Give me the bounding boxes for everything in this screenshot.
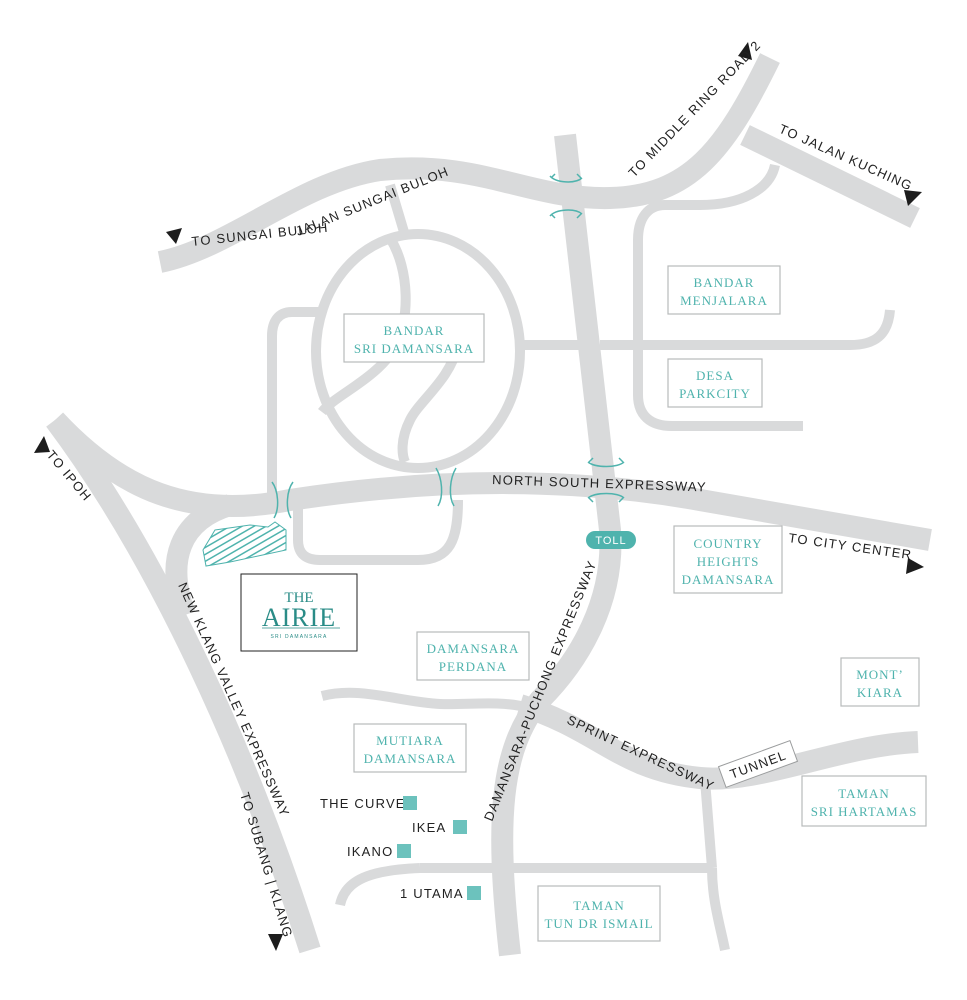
area-line: PERDANA [439, 659, 507, 674]
toll-label: TOLL [595, 535, 626, 547]
poi-label: THE CURVE [320, 796, 406, 811]
the-airie-logo[interactable]: THE AIRIE SRI DAMANSARA [240, 573, 358, 652]
jalan-kuching-road [740, 125, 920, 228]
sprint-expressway-label: SPRINT EXPRESSWAY [565, 712, 717, 794]
arrow-city-center-icon [906, 558, 924, 574]
poi-the-curve[interactable]: THE CURVE [320, 796, 417, 811]
area-line: MENJALARA [680, 293, 768, 308]
arrow-ipoh-icon [34, 436, 50, 453]
arrow-sungai-buloh-icon [166, 228, 182, 244]
logo-the: THE [284, 590, 313, 606]
north-south-expressway-label: NORTH SOUTH EXPRESSWAY [492, 472, 707, 494]
area-desa-parkcity[interactable]: DESA PARKCITY [667, 358, 763, 408]
area-damansara-perdana[interactable]: DAMANSARA PERDANA [416, 631, 530, 681]
perdana-road [320, 687, 532, 713]
area-line: COUNTRY [693, 536, 762, 551]
ttdi-road [707, 867, 730, 951]
area-line: TUN DR ISMAIL [544, 916, 653, 931]
poi-marker-icon [453, 820, 467, 834]
damansara-puchong-expressway-road [491, 133, 622, 957]
bridge-marker [271, 481, 294, 519]
bridge-marker [549, 173, 583, 219]
arrow-middle-ring-road-icon [738, 42, 752, 60]
area-labels: BANDAR SRI DAMANSARA BANDAR MENJALARA DE… [343, 265, 927, 942]
area-bandar-menjalara[interactable]: BANDAR MENJALARA [667, 265, 781, 315]
minor-roads [267, 163, 895, 951]
area-bandar-sri-damansara[interactable]: BANDAR SRI DAMANSARA [343, 313, 485, 363]
bridge-marker [587, 457, 625, 503]
the-airie-site[interactable] [202, 521, 287, 567]
area-line: SRI HARTAMAS [811, 804, 918, 819]
menjalara-link-road [600, 309, 895, 350]
area-line: BANDAR [694, 275, 755, 290]
area-line: MONT’ [856, 667, 904, 682]
parkcity-loop-road [633, 163, 803, 431]
poi-ikano[interactable]: IKANO [347, 844, 411, 859]
hartamas-connector [700, 779, 717, 869]
bridge-marker [435, 467, 457, 507]
arrow-jalan-kuching-icon [904, 190, 922, 206]
area-line: DAMANSARA [427, 641, 520, 656]
poi-marker-icon [397, 844, 411, 858]
toll-marker: TOLL [586, 531, 636, 549]
major-roads [46, 53, 932, 957]
south-loop-road [293, 499, 463, 565]
poi-marker-icon [467, 886, 481, 900]
jalan-sungai-buloh-road [157, 53, 780, 273]
damansara-puchong-expressway-label: DAMANSARA-PUCHONG EXPRESSWAY [481, 558, 600, 823]
area-mutiara-damansara[interactable]: MUTIARA DAMANSARA [353, 723, 467, 773]
poi-1-utama[interactable]: 1 UTAMA [400, 886, 481, 901]
bandar-sri-damansara-ring-road [311, 229, 525, 473]
poi-label: IKANO [347, 844, 393, 859]
area-line: DESA [696, 368, 734, 383]
area-line: DAMANSARA [682, 572, 775, 587]
interchange-ramp [165, 494, 234, 619]
poi-label: 1 UTAMA [400, 886, 464, 901]
poi-marker-icon [403, 796, 417, 810]
sprint-expressway-road [516, 694, 919, 790]
direction-arrows [34, 42, 924, 951]
area-taman-tun-dr-ismail[interactable]: TAMAN TUN DR ISMAIL [537, 885, 661, 942]
new-klang-valley-expressway-road [46, 413, 321, 954]
arrow-subang-klang-icon [268, 934, 283, 951]
poi-label: IKEA [412, 820, 446, 835]
utama-west-road [335, 863, 421, 907]
poi-ikea[interactable]: IKEA [412, 820, 467, 835]
area-line: TAMAN [573, 898, 625, 913]
logo-subtitle: SRI DAMANSARA [271, 634, 328, 640]
logo-airie: AIRIE [262, 603, 336, 632]
area-country-heights-damansara[interactable]: COUNTRY HEIGHTS DAMANSARA [673, 525, 783, 594]
west-loop-road [267, 307, 320, 500]
area-taman-sri-hartamas[interactable]: TAMAN SRI HARTAMAS [801, 775, 927, 827]
area-line: BANDAR [384, 323, 445, 338]
area-line: TAMAN [838, 786, 890, 801]
bridge-markers [271, 173, 625, 519]
area-line: HEIGHTS [697, 554, 760, 569]
area-line: DAMANSARA [364, 751, 457, 766]
area-line: MUTIARA [376, 733, 444, 748]
area-line: PARKCITY [679, 386, 751, 401]
internal-road [397, 343, 463, 464]
connector-road [385, 183, 409, 234]
area-mont-kiara[interactable]: MONT’ KIARA [840, 657, 920, 707]
points-of-interest: THE CURVE IKEA IKANO 1 UTAMA [320, 796, 481, 901]
area-line: KIARA [857, 685, 903, 700]
area-line: SRI DAMANSARA [354, 341, 474, 356]
